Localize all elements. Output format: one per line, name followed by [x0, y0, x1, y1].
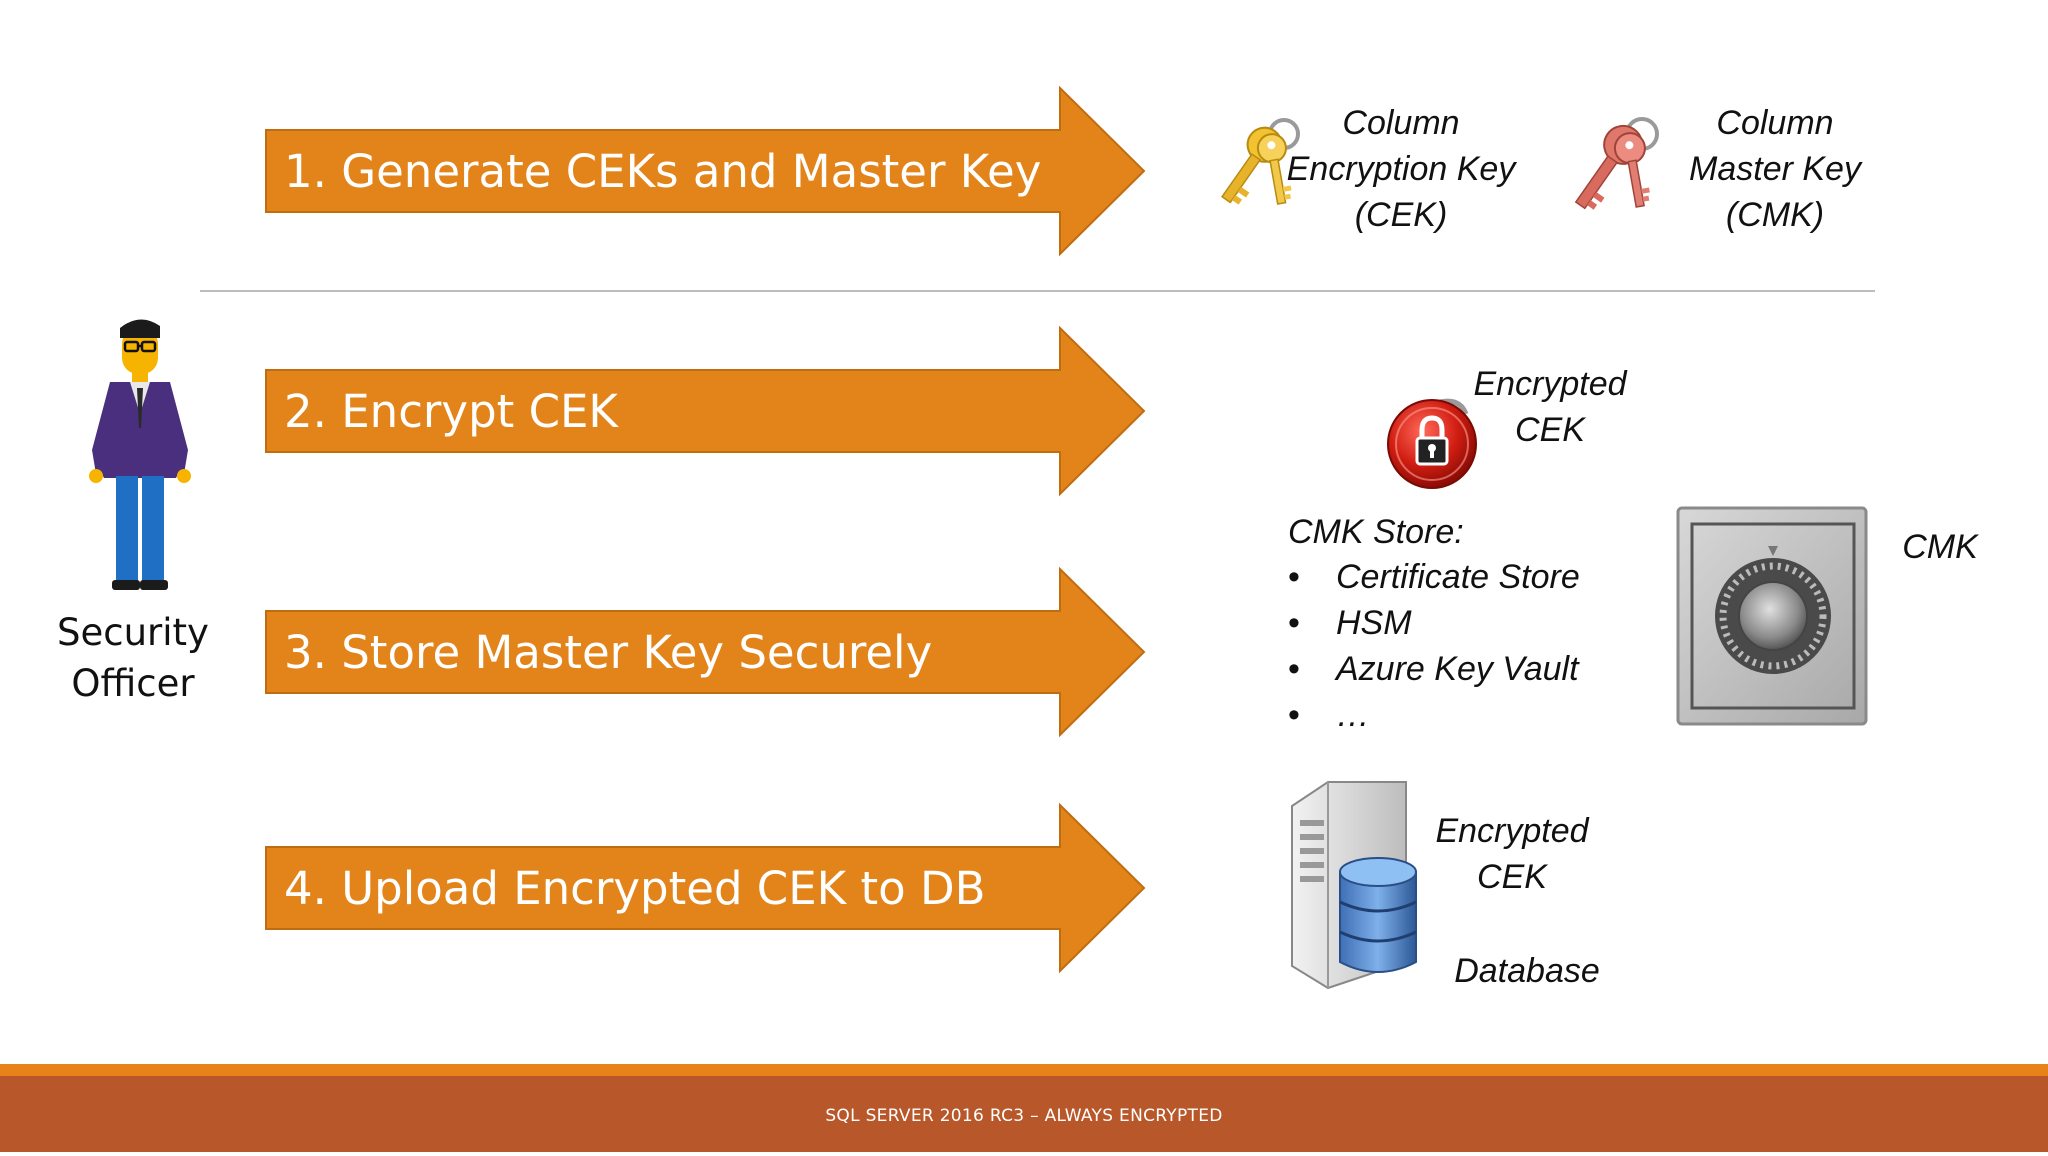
person-icon [80, 310, 200, 595]
db-encrypted-cek-label: Encrypted CEK [1412, 808, 1612, 900]
section-divider [200, 290, 1875, 292]
cek-label-line2: Encryption Key [1286, 150, 1516, 188]
security-officer-line1: Security [57, 611, 209, 654]
encrypted-cek-line2: CEK [1515, 411, 1585, 449]
gold-key-icon [1216, 112, 1306, 222]
security-officer-line2: Officer [71, 662, 195, 705]
cmk-label: Column Master Key (CMK) [1650, 100, 1900, 238]
bullet-glyph: • [1288, 604, 1300, 642]
step-1-arrow [265, 85, 1146, 257]
encrypted-cek-line1: Encrypted [1473, 365, 1627, 403]
cmk-label-line3: (CMK) [1725, 196, 1825, 234]
bullet-glyph: • [1288, 558, 1300, 596]
encrypted-cek-label: Encrypted CEK [1450, 361, 1650, 453]
cek-label: Column Encryption Key (CEK) [1276, 100, 1526, 238]
cmk-store-title: CMK Store: [1288, 513, 1464, 551]
step-1-label: 1. Generate CEKs and Master Key [284, 145, 1042, 198]
cek-label-line1: Column [1342, 104, 1460, 142]
cmk-store-item: • HSM [1288, 600, 1580, 646]
cmk-store-item-text: … [1336, 696, 1370, 734]
step-2-arrow [265, 325, 1146, 497]
cmk-store-item-text: Azure Key Vault [1336, 650, 1579, 688]
database-label: Database [1454, 952, 1600, 990]
cmk-label-line2: Master Key [1689, 150, 1861, 188]
padlock-icon [1384, 392, 1480, 492]
cmk-label-line1: Column [1716, 104, 1834, 142]
database-server-icon [1288, 776, 1438, 992]
footer-accent-stripe [0, 1064, 2048, 1076]
red-key-icon [1570, 110, 1670, 230]
step-3-label: 3. Store Master Key Securely [284, 626, 933, 679]
db-encrypted-cek-line1: Encrypted [1435, 812, 1589, 850]
footer-bar: SQL SERVER 2016 RC3 – ALWAYS ENCRYPTED [0, 1076, 2048, 1152]
cmk-store-item-text: Certificate Store [1336, 558, 1580, 596]
step-2-label: 2. Encrypt CEK [284, 385, 618, 438]
cek-label-line3: (CEK) [1354, 196, 1448, 234]
footer-title: SQL SERVER 2016 RC3 – ALWAYS ENCRYPTED [825, 1106, 1223, 1126]
db-encrypted-cek-line2: CEK [1477, 858, 1547, 896]
step-4-label: 4. Upload Encrypted CEK to DB [284, 862, 986, 915]
step-3-arrow [265, 566, 1146, 738]
cmk-store-item: • Certificate Store [1288, 554, 1580, 600]
step-4-arrow [265, 802, 1146, 974]
cmk-store-list: • Certificate Store • HSM • Azure Key Vault… [1288, 554, 1580, 738]
bullet-glyph: • [1288, 650, 1300, 688]
bullet-glyph: • [1288, 696, 1300, 734]
cmk-store-item: • Azure Key Vault [1288, 646, 1580, 692]
cmk-store-item: •… [1288, 692, 1580, 738]
safe-icon [1676, 506, 1870, 728]
security-officer-label: Security Officer [48, 607, 218, 709]
cmk-store-item-text: HSM [1336, 604, 1412, 642]
safe-cmk-label: CMK [1902, 528, 1978, 566]
